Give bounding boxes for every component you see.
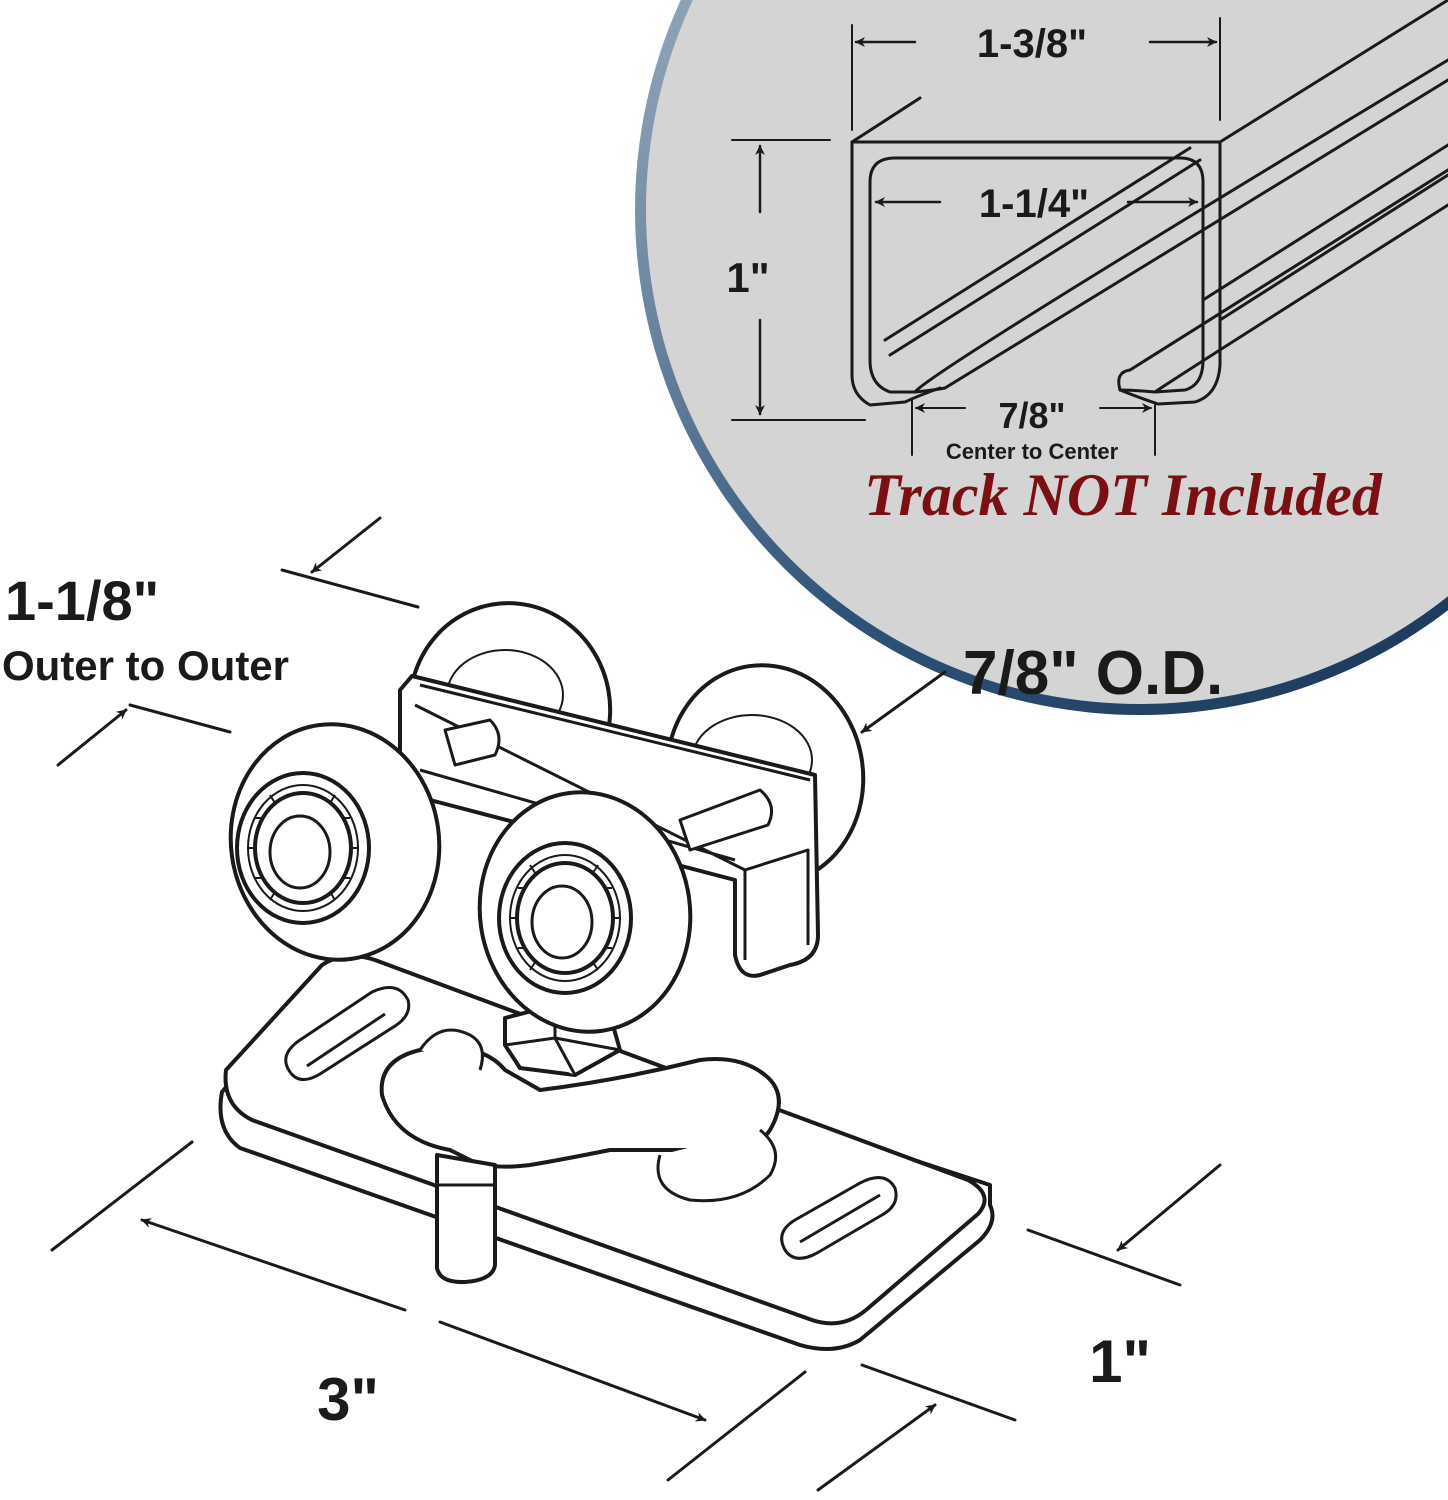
- dimension-plate-length: 3": [50, 1140, 807, 1482]
- track-height-label: 1": [726, 254, 769, 301]
- wheel-spacing-label: 1-1/8": [5, 569, 159, 632]
- wheel-front-right: [477, 790, 693, 1034]
- dimension-plate-width: 1": [816, 1163, 1222, 1492]
- inset-background: [646, 0, 1448, 704]
- dimension-wheel-diameter: 7/8" O.D.: [860, 639, 1223, 734]
- track-outer-width-label: 1-3/8": [977, 22, 1087, 66]
- dimension-track-inner-width: 1-1/4": [874, 182, 1199, 226]
- dimension-slot-spacing: 7/8" Center to Center: [911, 395, 1156, 464]
- track-inset: 1-3/8" 1-1/4" 1" 7/8" Center t: [635, 0, 1448, 715]
- dimension-track-height: 1": [726, 139, 866, 421]
- slot-spacing-label: 7/8": [998, 395, 1065, 436]
- track-inner-width-label: 1-1/4": [979, 182, 1089, 226]
- track-profile: [850, 0, 1448, 407]
- dimension-track-outer-width: 1-3/8": [851, 17, 1221, 131]
- mounting-slot-left: [284, 986, 411, 1081]
- slot-spacing-note: Center to Center: [946, 439, 1119, 464]
- plate-width-label: 1": [1089, 1328, 1151, 1395]
- wheel-front-left: [228, 722, 442, 962]
- wheel-diameter-label: 7/8" O.D.: [963, 639, 1223, 708]
- plate-length-label: 3": [317, 1366, 379, 1433]
- dimension-wheel-spacing: 1-1/8" Outer to Outer: [2, 516, 420, 767]
- stem-pin: [435, 1153, 497, 1285]
- track-not-included-notice: Track NOT Included: [864, 462, 1383, 528]
- wheel-spacing-note: Outer to Outer: [2, 642, 289, 689]
- roller-assembly: 1-1/8" Outer to Outer 7/8" O.D. 3" 1": [2, 516, 1223, 1492]
